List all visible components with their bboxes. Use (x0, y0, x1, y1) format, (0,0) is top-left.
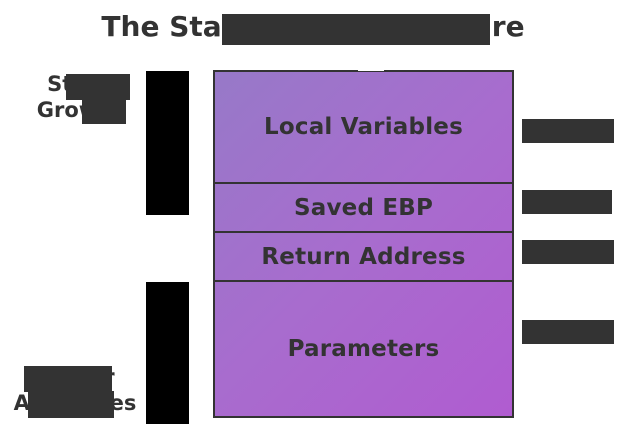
stack-row-label: Saved EBP (293, 194, 434, 221)
stack-row-parameters: Parameters (215, 282, 512, 416)
stack-row-label: Local Variables (264, 114, 463, 140)
left-label-bottom-redaction-1 (24, 366, 112, 392)
right-label-local-variables (522, 119, 614, 143)
left-label-bottom-redaction-2 (28, 391, 114, 418)
title-redaction-bar (222, 14, 490, 45)
stack-row-label: Parameters (287, 336, 440, 362)
stack-growth-arrow-redaction (146, 71, 189, 215)
stack-row-return-address: Return Address (215, 233, 512, 282)
stack-row-label: Return Address (261, 243, 466, 270)
stack-top-border-notch (358, 68, 384, 71)
stack-frame-diagram: Local Variables Saved EBP Return Address… (213, 70, 514, 418)
left-label-top-redaction-1 (66, 74, 130, 100)
stack-row-saved-ebp: Saved EBP (215, 184, 512, 233)
right-label-parameters (522, 320, 614, 344)
stack-row-local-variables: Local Variables (215, 72, 512, 184)
right-label-saved-ebp (522, 190, 612, 214)
left-label-top-redaction-2 (82, 98, 126, 124)
address-direction-arrow-redaction (146, 282, 189, 424)
right-label-return-address (522, 240, 614, 264)
